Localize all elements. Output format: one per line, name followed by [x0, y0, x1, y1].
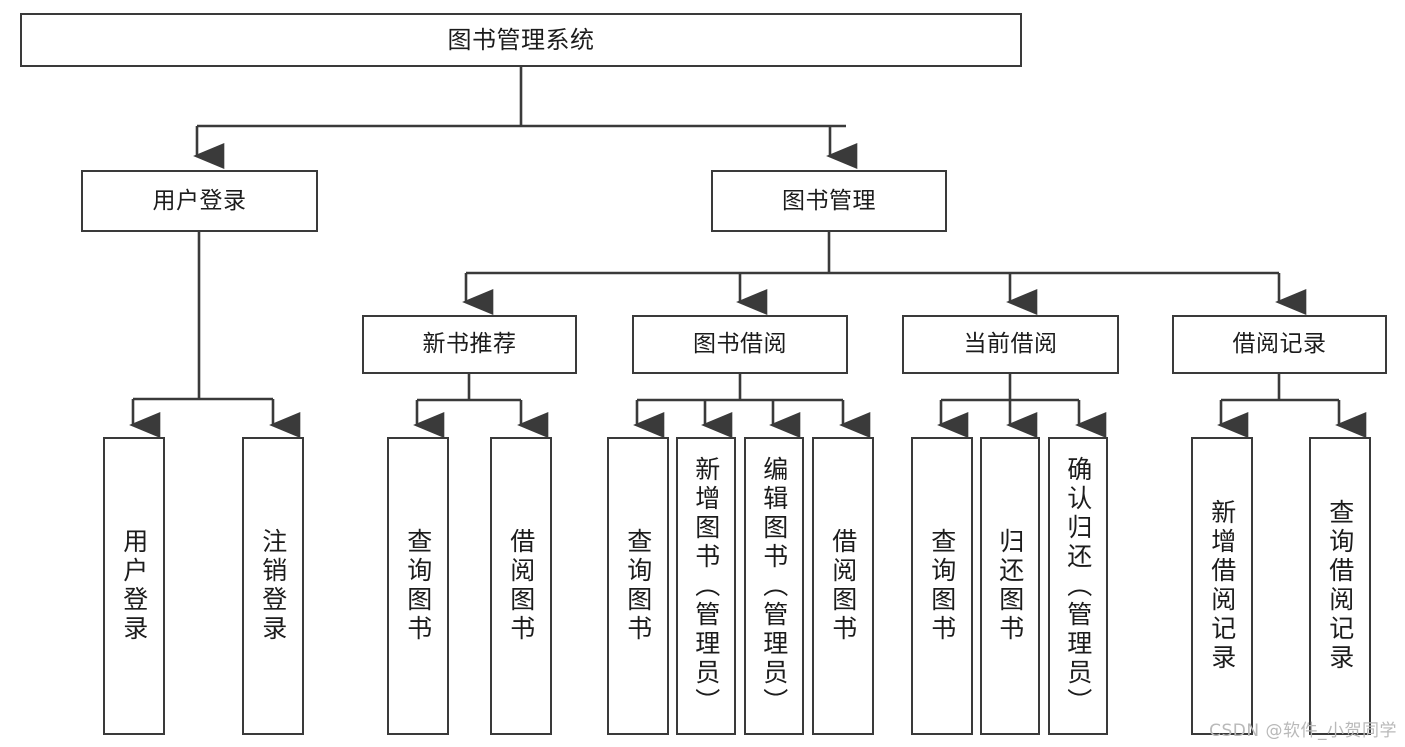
leaf-book-borrow-add[interactable]: 新增图书（管理员）: [676, 437, 736, 735]
watermark-credit: CSDN @软件_小贺同学: [1209, 721, 1397, 741]
node-label: 当前借阅: [963, 331, 1058, 358]
leaf-book-borrow-lend[interactable]: 借阅图书: [812, 437, 874, 735]
node-label: 用户登录: [119, 528, 149, 644]
node-label: 新书推荐: [422, 331, 517, 358]
node-label: 借阅图书: [506, 528, 536, 644]
node-new-book-recommend[interactable]: 新书推荐: [362, 315, 577, 374]
leaf-borrow-record-query[interactable]: 查询借阅记录: [1309, 437, 1371, 735]
leaf-current-borrow-confirm-return[interactable]: 确认归还（管理员）: [1048, 437, 1108, 735]
node-label: 注销登录: [258, 528, 288, 644]
leaf-current-borrow-query[interactable]: 查询图书: [911, 437, 973, 735]
node-label: 编辑图书（管理员）: [759, 455, 789, 717]
node-label: 新增借阅记录: [1207, 499, 1237, 673]
node-book-management[interactable]: 图书管理: [711, 170, 947, 232]
leaf-book-borrow-query[interactable]: 查询图书: [607, 437, 669, 735]
node-label: 查询图书: [403, 528, 433, 644]
leaf-current-borrow-return[interactable]: 归还图书: [980, 437, 1040, 735]
node-root-system[interactable]: 图书管理系统: [20, 13, 1022, 67]
node-label: 确认归还（管理员）: [1063, 455, 1093, 717]
node-borrow-record[interactable]: 借阅记录: [1172, 315, 1387, 374]
node-label: 借阅图书: [828, 528, 858, 644]
leaf-new-book-borrow[interactable]: 借阅图书: [490, 437, 552, 735]
node-label: 图书借阅: [693, 331, 787, 358]
leaf-book-borrow-edit[interactable]: 编辑图书（管理员）: [744, 437, 804, 735]
node-current-borrow[interactable]: 当前借阅: [902, 315, 1119, 374]
node-label: 用户登录: [152, 187, 247, 214]
node-label: 归还图书: [995, 528, 1025, 644]
node-label: 查询图书: [927, 528, 957, 644]
leaf-user-login-signout[interactable]: 注销登录: [242, 437, 304, 735]
node-book-borrow[interactable]: 图书借阅: [632, 315, 848, 374]
node-label: 借阅记录: [1232, 331, 1327, 358]
node-label: 新增图书（管理员）: [691, 455, 721, 717]
node-label: 查询借阅记录: [1325, 499, 1355, 673]
node-label: 查询图书: [623, 528, 653, 644]
node-label: 图书管理: [782, 187, 876, 214]
leaf-new-book-query[interactable]: 查询图书: [387, 437, 449, 735]
node-user-login[interactable]: 用户登录: [81, 170, 318, 232]
leaf-user-login-signin[interactable]: 用户登录: [103, 437, 165, 735]
node-label: 图书管理系统: [447, 25, 595, 54]
leaf-borrow-record-add[interactable]: 新增借阅记录: [1191, 437, 1253, 735]
